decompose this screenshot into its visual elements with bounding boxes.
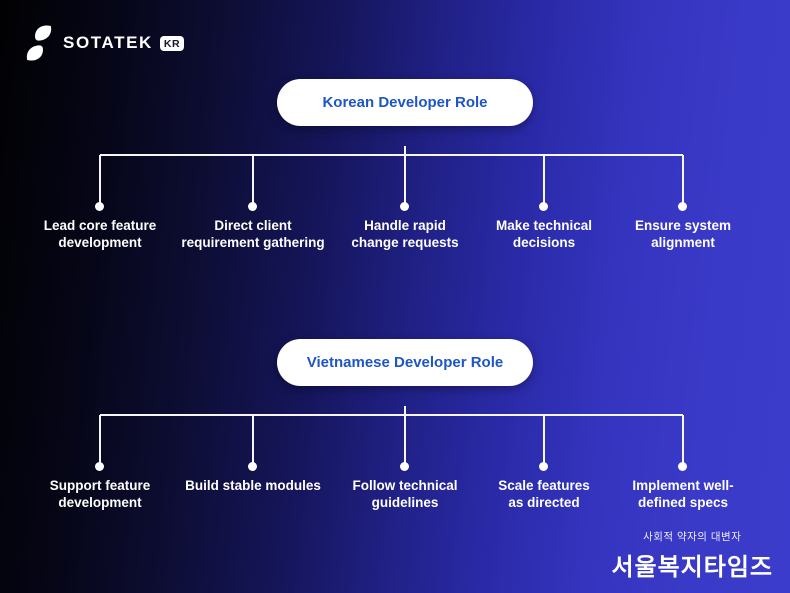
label-line: development	[58, 235, 142, 250]
korean-role-item: Handle rapid change requests	[315, 217, 495, 251]
connector-vline	[404, 415, 406, 467]
connector-stub	[404, 406, 406, 415]
vietnamese-role-item: Support feature development	[10, 477, 190, 511]
vietnamese-role-item: Follow technical guidelines	[315, 477, 495, 511]
connector-vline	[99, 155, 101, 207]
connector-dot	[248, 462, 257, 471]
connector-hline	[100, 154, 683, 156]
kr-badge: KR	[159, 35, 185, 51]
vietnamese-role-pill: Vietnamese Developer Role	[277, 339, 533, 386]
label-line: Follow technical	[352, 478, 458, 493]
connector-vline	[99, 415, 101, 467]
connector-dot	[248, 202, 257, 211]
brand-text: SOTATEK	[63, 33, 153, 52]
publisher-name: 서울복지타임즈	[611, 554, 773, 581]
sotatek-logo-icon	[26, 25, 52, 61]
label-line: Handle rapid	[364, 218, 446, 233]
label-line: Ensure system	[634, 218, 732, 233]
publisher-watermark: 사회적 약자의 대변자 서울복지타임즈	[611, 529, 773, 582]
connector-dot	[400, 462, 409, 471]
label-line: Build stable modules	[185, 478, 321, 493]
connector-stub	[404, 146, 406, 155]
connector-vline	[682, 415, 684, 467]
connector-dot	[678, 462, 687, 471]
connector-dot	[539, 202, 548, 211]
korean-role-item: Ensure system alignment	[593, 217, 773, 251]
connector-dot	[95, 462, 104, 471]
vietnamese-role-item: Scale features as directed	[454, 477, 634, 511]
connector-vline	[543, 155, 545, 207]
vietnamese-role-item: Build stable modules	[163, 477, 343, 494]
connector-vline	[404, 155, 406, 207]
korean-role-item: Lead core feature development	[10, 217, 190, 251]
label-line: as directed	[508, 495, 580, 510]
connector-vline	[682, 155, 684, 207]
label-line: Implement well-	[632, 478, 734, 493]
connector-dot	[539, 462, 548, 471]
label-line: development	[58, 495, 142, 510]
connector-vline	[252, 155, 254, 207]
connector-dot	[95, 202, 104, 211]
sotatek-logo: SOTATEK KR	[22, 24, 185, 62]
label-line: defined specs	[637, 495, 729, 510]
label-line: guidelines	[371, 495, 439, 510]
label-line: Lead core feature	[43, 218, 157, 233]
korean-role-item: Make technical decisions	[454, 217, 634, 251]
connector-dot	[678, 202, 687, 211]
label-line: requirement gathering	[181, 235, 325, 250]
connector-vline	[252, 415, 254, 467]
connector-hline	[100, 414, 683, 416]
label-line: Make technical	[495, 218, 593, 233]
label-line: change requests	[351, 235, 459, 250]
connector-dot	[400, 202, 409, 211]
korean-role-pill: Korean Developer Role	[277, 79, 533, 126]
label-line: alignment	[651, 235, 715, 250]
label-line: Direct client	[214, 218, 292, 233]
korean-role-item: Direct client requirement gathering	[163, 217, 343, 251]
label-line: Support feature	[49, 478, 151, 493]
vietnamese-role-item: Implement well- defined specs	[593, 477, 773, 511]
connector-vline	[543, 415, 545, 467]
label-line: Scale features	[498, 478, 590, 493]
publisher-tagline: 사회적 약자의 대변자	[643, 531, 742, 543]
label-line: decisions	[512, 235, 576, 250]
